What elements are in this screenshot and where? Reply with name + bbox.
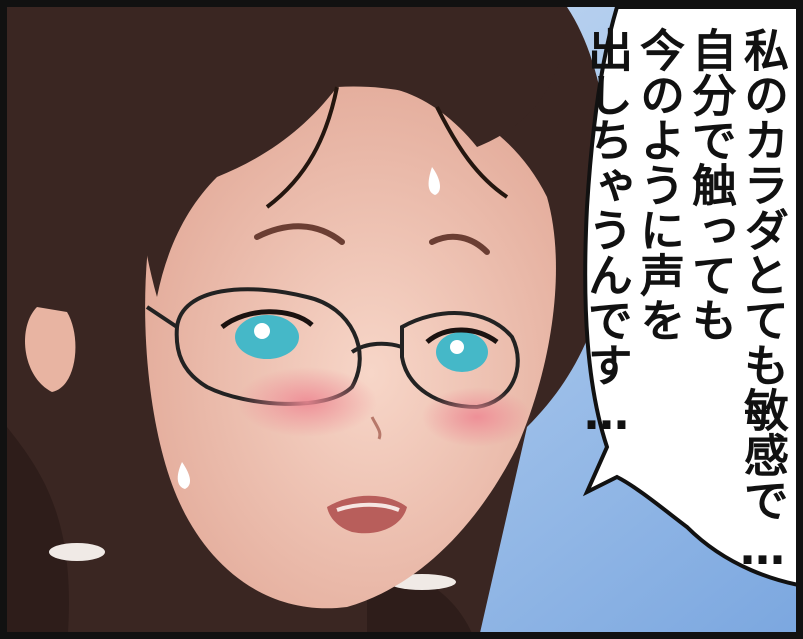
ear [25,307,76,392]
hair-bangs [133,7,567,297]
speech-line-2: 自分で触っても [684,27,737,342]
nose [370,416,382,440]
hair-tie-left [49,543,105,561]
character-illustration [7,7,796,632]
speech-line-1: 私のカラダとても敏感で… [736,27,789,575]
eye-right [436,332,488,372]
eyebrow-right [429,233,490,255]
sweat-drop [177,462,191,489]
sweat-drop [428,167,441,195]
speech-bubble-text: 私のカラダとても敏感で… 自分で触っても 今のように声を 出しちゃうんです… [580,27,789,632]
blush-right [422,387,532,447]
speech-line-3: 今のように声を [632,27,685,342]
pigtail-left [7,427,69,632]
face [145,86,556,609]
speech-bubble [582,7,796,587]
blush-left [237,367,377,437]
speech-line-4: 出しちゃうんです… [580,27,633,440]
eyebrow-left [254,223,345,245]
